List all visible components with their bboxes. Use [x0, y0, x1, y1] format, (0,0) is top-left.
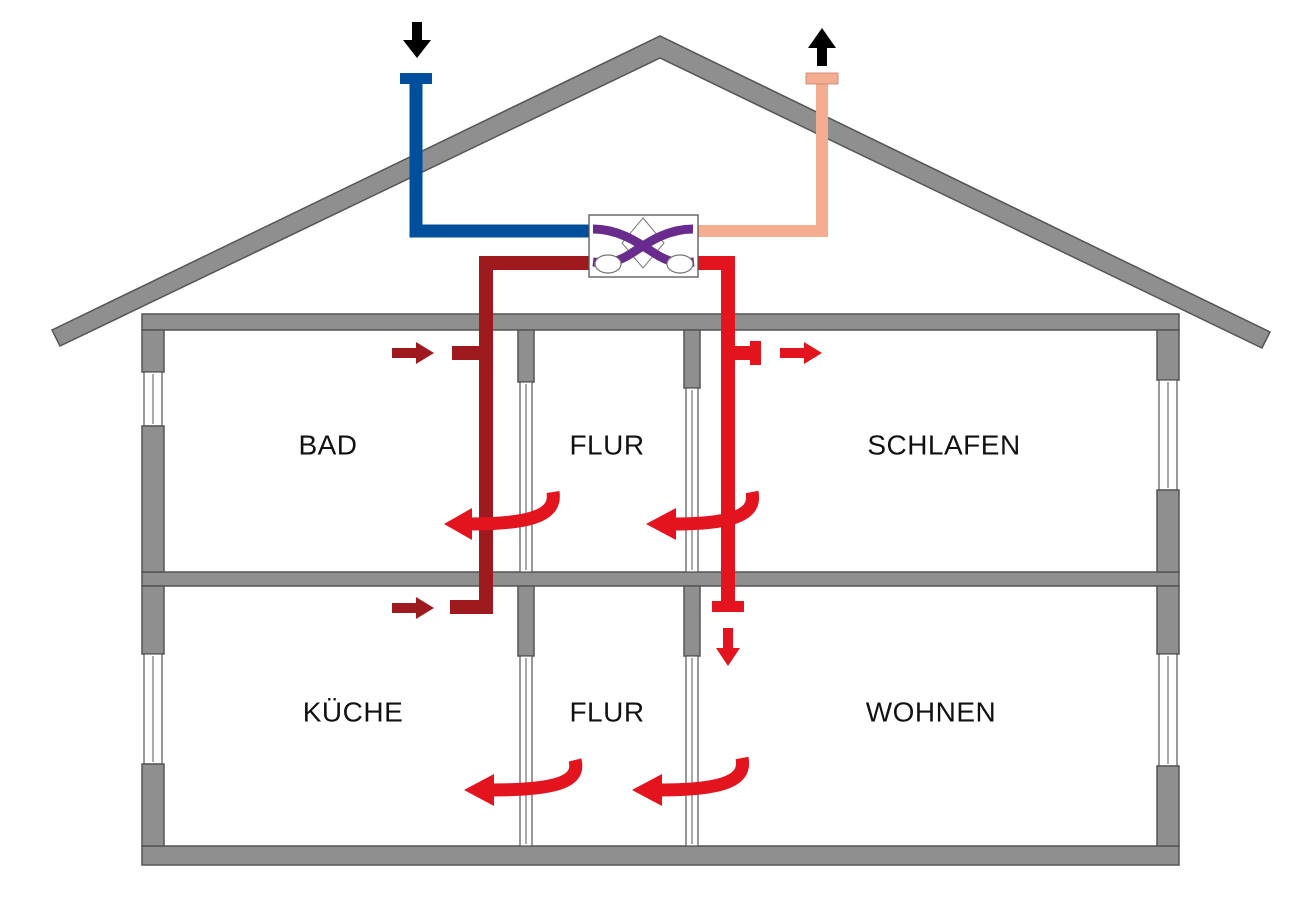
exhaust-air-pipe — [696, 80, 828, 237]
room-labels: BAD FLUR SCHLAFEN KÜCHE FLUR WOHNEN — [298, 429, 1020, 727]
right-wall-segment — [1156, 765, 1180, 847]
supply-air-pipe — [694, 256, 735, 604]
exhaust-air-cap — [805, 72, 839, 85]
right-wall-segment — [1156, 585, 1180, 655]
extract-air-pipe — [450, 256, 594, 614]
supply-outlet-arrow-lower — [716, 628, 740, 666]
left-wall-segment — [141, 425, 165, 573]
right-wall-segment — [1156, 329, 1180, 381]
supply-outlet-cap-upper — [750, 341, 761, 365]
extract-inlet-arrow-lower — [392, 597, 434, 619]
overflow-arrows — [444, 490, 760, 806]
interior-wall-segment — [517, 329, 535, 383]
curved-arrow-icon — [464, 758, 583, 806]
roof-outline — [50, 35, 1272, 349]
outdoor-air-duct — [400, 22, 592, 238]
curved-arrow-icon — [444, 491, 560, 540]
room-label-flur-upper: FLUR — [569, 429, 644, 460]
supply-outlet-cap-lower — [712, 601, 744, 612]
interior-wall-segment — [517, 585, 535, 657]
left-wall-segment — [141, 585, 165, 655]
arrow-up-icon — [808, 28, 836, 66]
outdoor-air-cap — [400, 73, 432, 84]
room-label-wohnen: WOHNEN — [866, 696, 997, 727]
curved-arrow-icon — [632, 756, 750, 806]
middle-floor — [141, 571, 1180, 587]
roof — [50, 35, 1272, 349]
interior-wall-segment — [683, 329, 701, 389]
supply-outlet-arrow-upper — [780, 342, 822, 364]
interior-wall-segment — [683, 585, 701, 657]
room-label-kueche: KÜCHE — [303, 696, 404, 727]
left-wall-segment — [141, 329, 165, 373]
ground-floor — [141, 845, 1180, 866]
supply-air-duct — [694, 256, 822, 666]
house-structure — [141, 313, 1180, 866]
right-wall-segment — [1156, 489, 1180, 573]
extract-air-duct — [392, 256, 594, 619]
top-ceiling — [141, 313, 1180, 331]
room-label-flur-lower: FLUR — [569, 696, 644, 727]
arrow-down-icon — [403, 22, 431, 58]
heat-exchanger-icon — [588, 214, 699, 278]
extract-inlet-arrow-upper — [392, 342, 434, 364]
exhaust-air-duct — [696, 28, 839, 237]
curved-arrow-icon — [646, 490, 760, 540]
outdoor-air-pipe — [409, 80, 592, 238]
room-label-bad: BAD — [298, 429, 357, 460]
room-label-schlafen: SCHLAFEN — [867, 429, 1020, 460]
left-wall-segment — [141, 763, 165, 847]
